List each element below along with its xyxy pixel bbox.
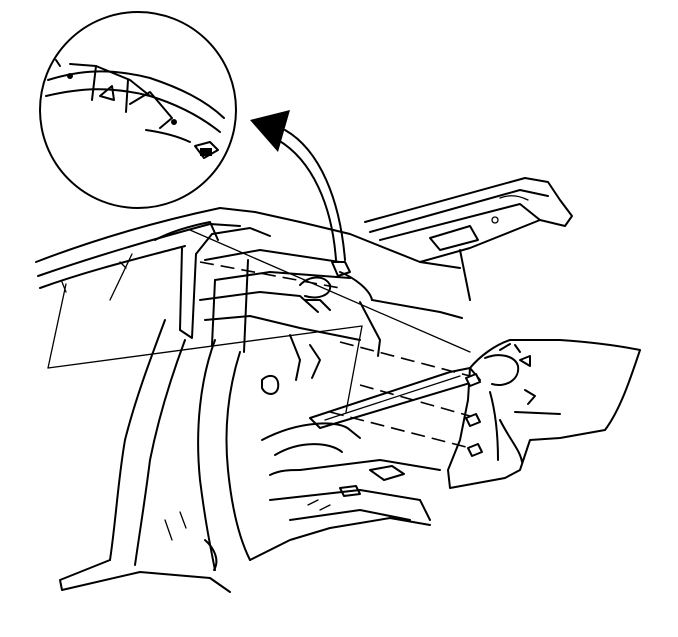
- weatherstrip-retainer: [309, 367, 481, 429]
- pillar-structure: [179, 227, 463, 395]
- roof-rail: [35, 207, 301, 293]
- wheelhouse-floor: [261, 422, 441, 529]
- rear-deck-lid-opening: [299, 177, 573, 301]
- body-side-inner: [59, 319, 331, 593]
- alignment-dashes: [199, 261, 471, 449]
- quarter-panel: [447, 339, 641, 489]
- curved-arrow: [250, 110, 346, 261]
- detail-callout-magnifier: [39, 11, 237, 209]
- leader-lines: [47, 229, 471, 413]
